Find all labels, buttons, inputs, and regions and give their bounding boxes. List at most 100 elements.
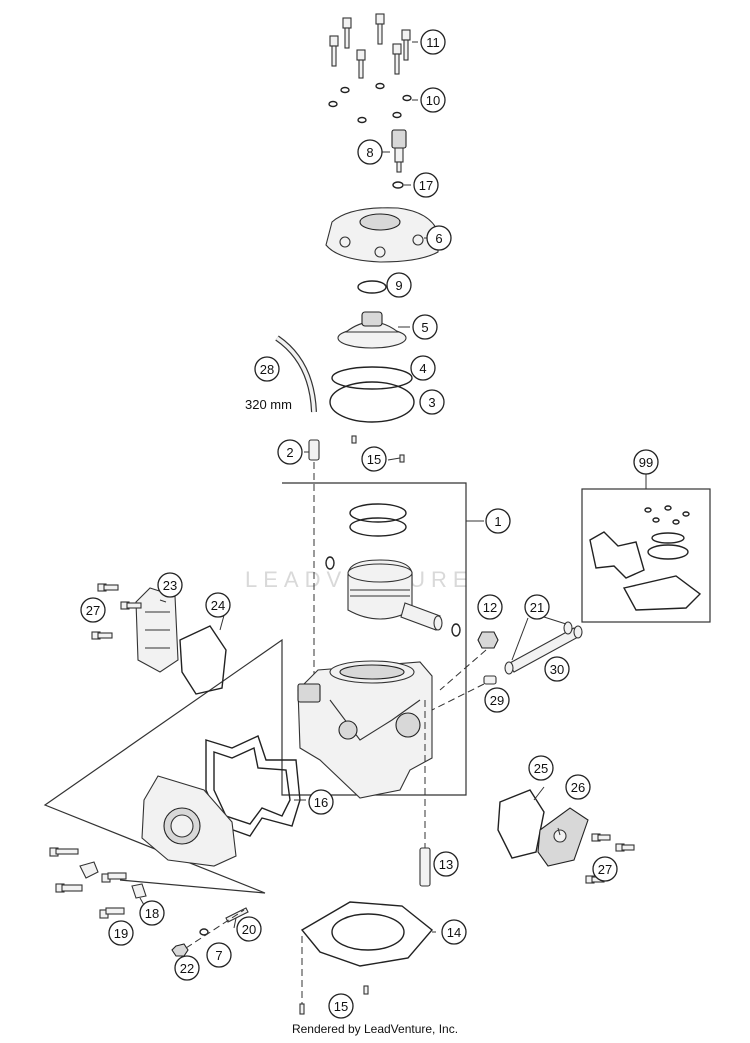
fitting-29[interactable] — [483, 675, 497, 685]
callout-label: 25 — [534, 761, 548, 776]
bolt-19[interactable] — [99, 907, 125, 919]
callout-label: 12 — [483, 600, 497, 615]
callout-30[interactable]: 30 — [544, 656, 570, 682]
callout-13[interactable]: 13 — [433, 851, 459, 877]
washer-7[interactable] — [199, 928, 209, 936]
callout-29[interactable]: 29 — [484, 687, 510, 713]
piston-ring-upper[interactable] — [349, 503, 407, 523]
callout-28[interactable]: 28 — [254, 356, 280, 382]
cover-23[interactable] — [135, 587, 179, 673]
bolt-left-3[interactable] — [55, 883, 83, 893]
callout-14[interactable]: 14 — [441, 919, 467, 945]
callout-27a[interactable]: 27 — [80, 597, 106, 623]
callout-7[interactable]: 7 — [206, 942, 232, 968]
dowel-pin-15a-left[interactable] — [351, 435, 357, 444]
bolt-27a-top[interactable] — [97, 583, 119, 592]
dowel-pin-15b-right[interactable] — [363, 985, 369, 995]
callout-label: 2 — [286, 445, 293, 460]
circlip-left[interactable] — [325, 556, 335, 570]
callout-17[interactable]: 17 — [413, 172, 439, 198]
callout-label: 9 — [395, 278, 402, 293]
callout-4[interactable]: 4 — [410, 355, 436, 381]
callout-15a[interactable]: 15 — [361, 446, 387, 472]
bolt-left-1[interactable] — [49, 847, 79, 857]
nut-12[interactable] — [477, 631, 499, 649]
callout-26[interactable]: 26 — [565, 774, 591, 800]
bolt-set-11[interactable] — [329, 13, 411, 79]
callout-label: 21 — [530, 600, 544, 615]
callout-12[interactable]: 12 — [477, 594, 503, 620]
gasket-kit-99[interactable] — [581, 473, 711, 623]
callout-25[interactable]: 25 — [528, 755, 554, 781]
kit-frame-1 — [43, 482, 467, 894]
o-ring-4[interactable] — [331, 366, 413, 390]
callout-5[interactable]: 5 — [412, 314, 438, 340]
callout-label: 1 — [494, 514, 501, 529]
callout-label: 17 — [419, 178, 433, 193]
cylinder-head-6[interactable] — [325, 207, 439, 263]
callout-label: 5 — [421, 320, 428, 335]
stud-13[interactable] — [419, 847, 431, 887]
bolt-27b-2[interactable] — [615, 843, 635, 852]
gasket-24[interactable] — [179, 625, 227, 695]
o-ring-9[interactable] — [357, 280, 387, 294]
piston-ring-lower[interactable] — [349, 517, 407, 537]
callout-1[interactable]: 1 — [485, 508, 511, 534]
callout-layer: 11 10 8 17 6 9 5 28 4 3 2 15 99 1 23 27 24 12 21 30 29 25 26 16… — [80, 29, 659, 1019]
callout-8[interactable]: 8 — [357, 139, 383, 165]
callout-99[interactable]: 99 — [633, 449, 659, 475]
callout-label: 11 — [426, 35, 440, 50]
o-ring-3[interactable] — [329, 381, 415, 423]
callout-label: 8 — [366, 145, 373, 160]
circlip-right[interactable] — [451, 623, 461, 637]
dowel-pin-15a-right[interactable] — [399, 454, 405, 463]
clamp-21-left[interactable] — [504, 661, 514, 675]
callout-label: 29 — [490, 693, 504, 708]
clamp-21-right[interactable] — [563, 621, 573, 635]
cylinder-body[interactable] — [297, 660, 433, 799]
callout-6[interactable]: 6 — [426, 225, 452, 251]
callout-15b[interactable]: 15 — [328, 993, 354, 1019]
seal-ring-17[interactable] — [392, 181, 404, 189]
callout-10[interactable]: 10 — [420, 87, 446, 113]
bolt-27b-1[interactable] — [591, 833, 611, 842]
callout-11[interactable]: 11 — [420, 29, 446, 55]
clamp-18[interactable] — [131, 883, 147, 899]
callout-label: 3 — [428, 395, 435, 410]
callout-19[interactable]: 19 — [108, 920, 134, 946]
callout-16[interactable]: 16 — [308, 789, 334, 815]
temperature-sensor-8[interactable] — [391, 129, 407, 173]
callout-9[interactable]: 9 — [386, 272, 412, 298]
callout-2[interactable]: 2 — [277, 439, 303, 465]
callout-18[interactable]: 18 — [139, 900, 165, 926]
clip-bracket[interactable] — [79, 861, 99, 879]
callout-label: 99 — [639, 455, 653, 470]
callout-label: 20 — [242, 922, 256, 937]
callout-21[interactable]: 21 — [524, 594, 550, 620]
callout-22[interactable]: 22 — [174, 955, 200, 981]
dowel-pin-15b-left[interactable] — [299, 1003, 305, 1015]
callout-3[interactable]: 3 — [419, 389, 445, 415]
callout-24[interactable]: 24 — [205, 592, 231, 618]
bolt-27a-low[interactable] — [91, 631, 113, 640]
exhaust-flange[interactable] — [141, 775, 237, 867]
base-gasket-14[interactable] — [300, 901, 434, 967]
bolt-left-2[interactable] — [101, 872, 127, 883]
callout-label: 7 — [215, 948, 222, 963]
washer-set-10[interactable] — [328, 82, 412, 124]
nut-22[interactable] — [171, 943, 189, 957]
bolt-27a-mid[interactable] — [120, 601, 142, 610]
fitting-2[interactable] — [308, 439, 320, 461]
callout-20[interactable]: 20 — [236, 916, 262, 942]
callout-23[interactable]: 23 — [157, 572, 183, 598]
gasket-25[interactable] — [497, 789, 545, 859]
callout-label: 24 — [211, 598, 225, 613]
callout-label: 28 — [260, 362, 274, 377]
wrist-pin[interactable] — [400, 602, 443, 631]
head-insert-5[interactable] — [337, 311, 407, 349]
piston[interactable] — [347, 559, 413, 620]
cover-26[interactable] — [537, 807, 589, 867]
callout-27b[interactable]: 27 — [592, 856, 618, 882]
callout-label: 27 — [598, 862, 612, 877]
